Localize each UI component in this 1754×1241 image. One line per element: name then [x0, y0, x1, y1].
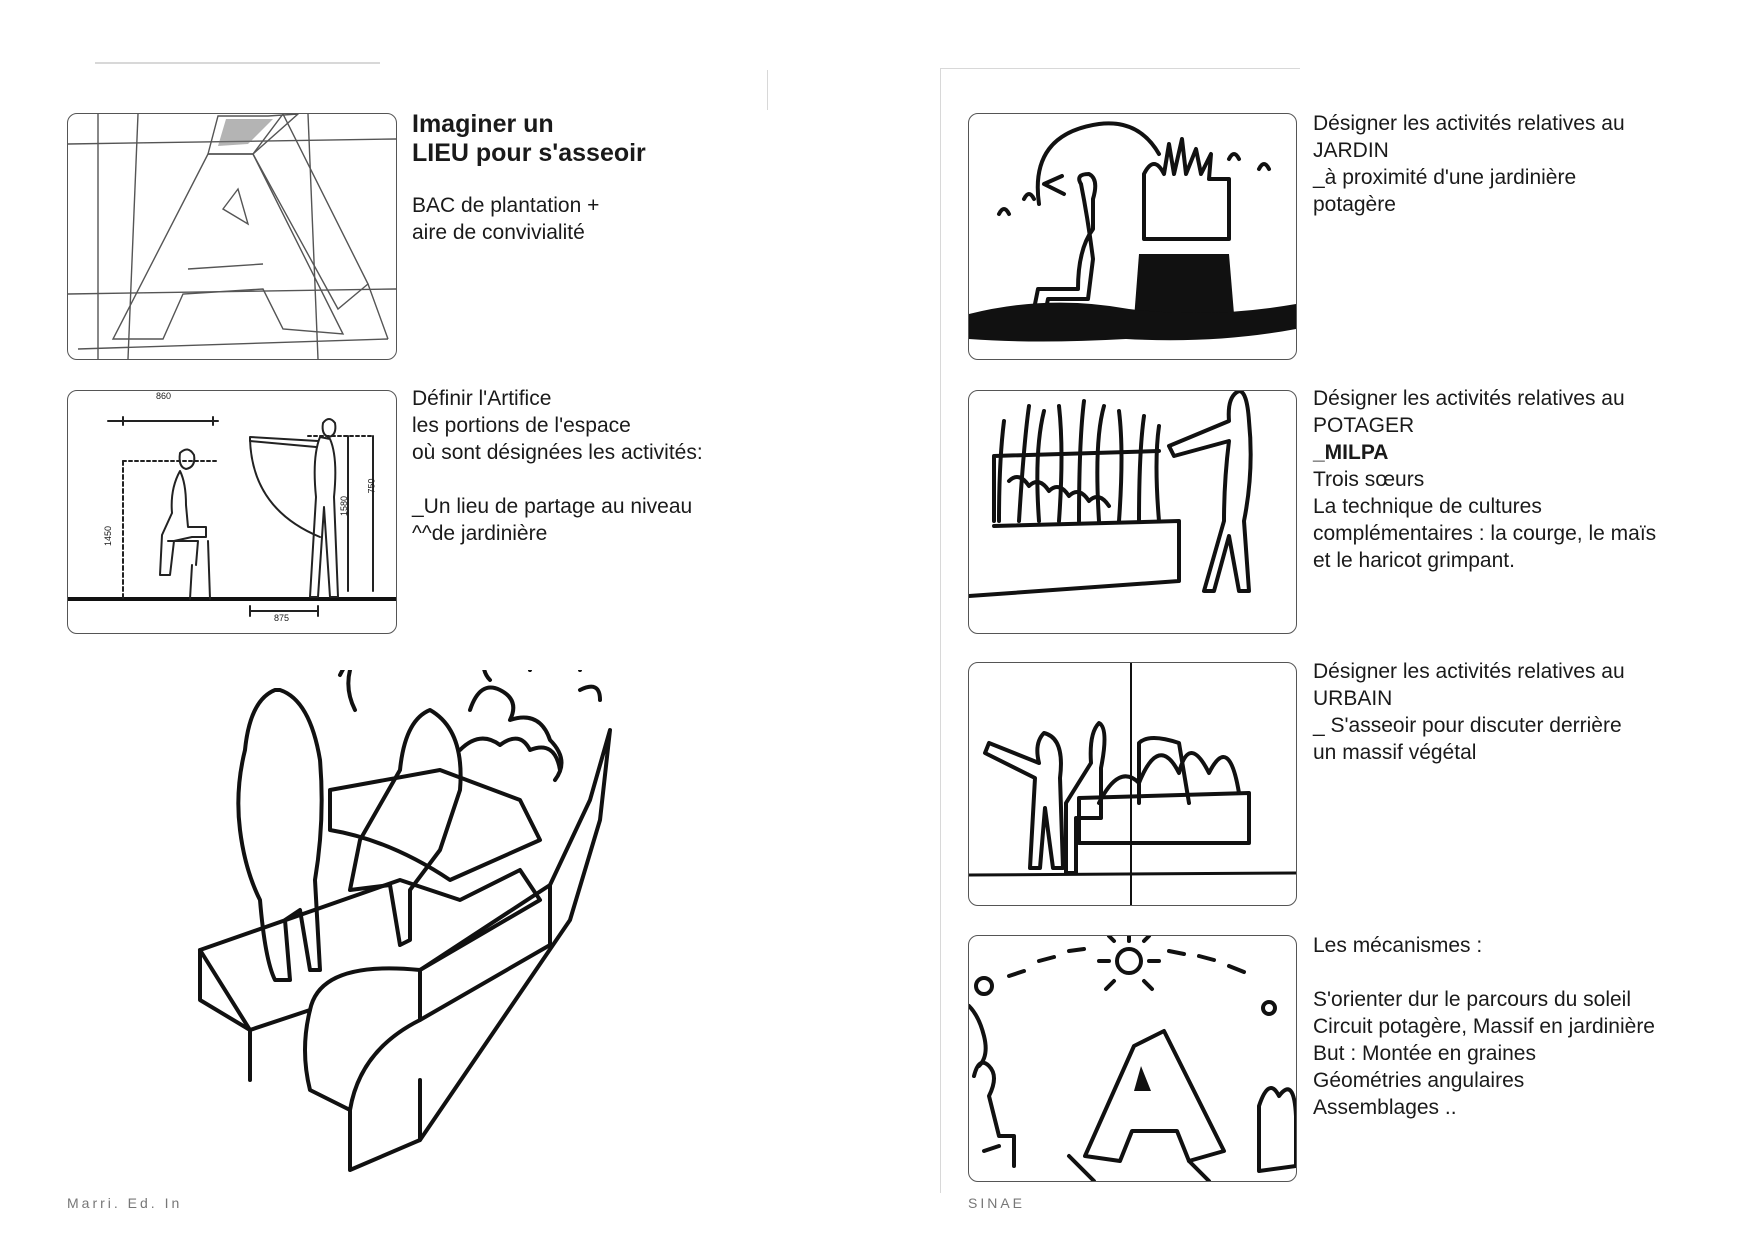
left-page-edge: [767, 70, 768, 110]
dimension-diagram-panel: 860 1450 1580 750 875: [67, 390, 397, 634]
dim-width-top: 860: [156, 391, 172, 401]
top-rule-right: [940, 68, 1300, 69]
right-block1-body: Désigner les activités relatives au JARD…: [1313, 112, 1625, 216]
ergonomic-dimensions-drawing: [68, 416, 396, 617]
urbain-panel: [968, 662, 1297, 906]
right-block2-body: Trois sœurs La technique de cultures com…: [1313, 468, 1657, 572]
bench-planter-sketch: [190, 648, 670, 1190]
mecanismes-panel: [968, 935, 1297, 1182]
dim-height-right: 750: [366, 478, 377, 494]
right-block2-emph: _MILPA: [1313, 441, 1389, 464]
pencil-a-sketch: [68, 114, 396, 359]
dim-height-mid: 1580: [339, 495, 350, 517]
right-block2-lead: Désigner les activités relatives au POTA…: [1313, 387, 1625, 437]
top-rule-left: [95, 62, 380, 64]
block1-title: Imaginer un LIEU pour s'asseoir: [412, 110, 646, 167]
gutter-line: [940, 68, 941, 1193]
jardin-sketch: [969, 121, 1296, 342]
right-footer: SINAE: [968, 1195, 1026, 1211]
potager-sketch: [969, 391, 1253, 598]
dim-width-bottom: 875: [274, 613, 290, 623]
block2-body: Définir l'Artifice les portions de l'esp…: [412, 387, 703, 545]
sketch-letter-a-panel: [67, 113, 397, 360]
right-block2: Désigner les activités relatives au POTA…: [1313, 385, 1656, 574]
left-footer: Marri. Ed. In: [67, 1195, 183, 1211]
potager-panel: [968, 390, 1297, 634]
right-block4-body: Les mécanismes : S'orienter dur le parco…: [1313, 934, 1655, 1119]
jardin-panel: [968, 113, 1297, 360]
urbain-sketch: [969, 663, 1296, 905]
dim-height-left: 1450: [103, 525, 114, 547]
block1-body: BAC de plantation + aire de convivialité: [412, 194, 600, 244]
right-block3-body: Désigner les activités relatives au URBA…: [1313, 660, 1625, 764]
sun-path-letter-a-sketch: [969, 936, 1296, 1181]
